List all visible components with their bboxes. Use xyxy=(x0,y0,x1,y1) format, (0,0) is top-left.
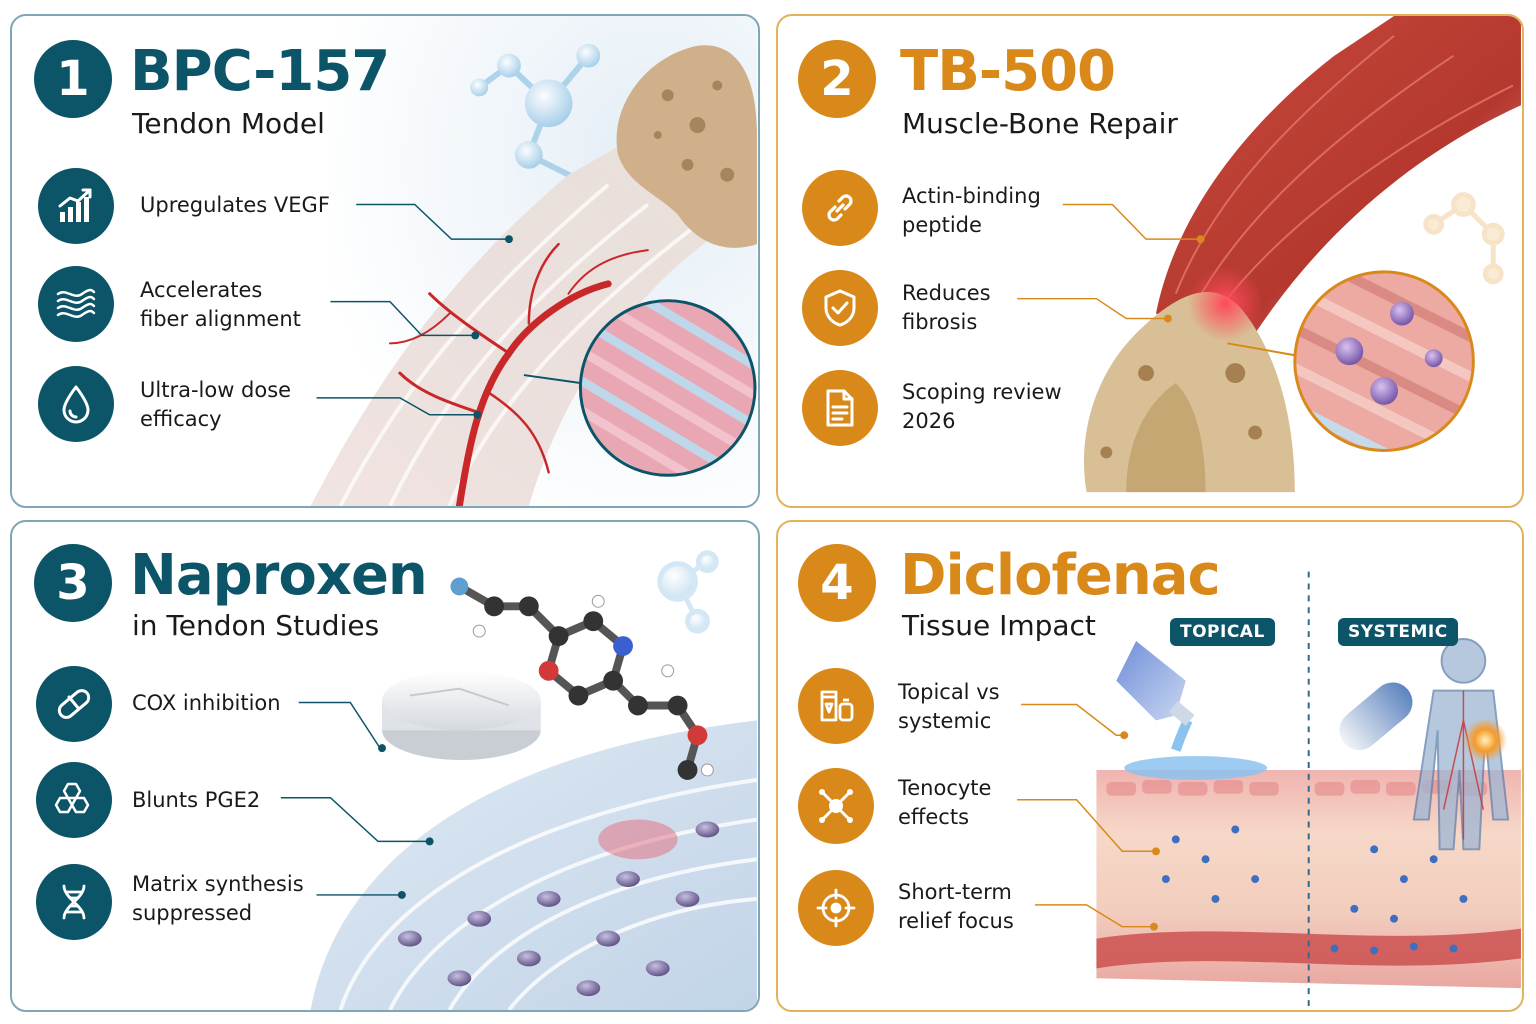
panel-naproxen: 3 Naproxen in Tendon Studies COX inhibit… xyxy=(10,520,760,1012)
panel-title: Naproxen xyxy=(130,543,428,608)
target-crosshair-icon xyxy=(798,870,874,946)
item-label: Reduces fibrosis xyxy=(902,281,991,334)
bar-chart-growth-icon xyxy=(38,168,114,244)
panel-subtitle: Tissue Impact xyxy=(902,609,1096,642)
fiber-zoom-inset xyxy=(523,299,757,477)
panel-subtitle: Tendon Model xyxy=(132,107,325,140)
tenocyte-cell-icon xyxy=(798,768,874,844)
cream-tube xyxy=(1116,641,1195,726)
panel-subtitle: in Tendon Studies xyxy=(132,609,380,642)
panel-number: 1 xyxy=(34,40,112,118)
panel-title: Diclofenac xyxy=(900,543,1221,608)
cream-tube-bottle-icon xyxy=(798,668,874,744)
item-label: Short-term relief focus xyxy=(898,880,1014,933)
panel-title: BPC-157 xyxy=(130,39,390,104)
hexagon-molecule-icon xyxy=(36,762,112,838)
chain-link-icon xyxy=(802,170,878,246)
item-label: Blunts PGE2 xyxy=(132,788,261,812)
topical-tag: TOPICAL xyxy=(1170,618,1275,646)
tablet xyxy=(382,670,541,761)
document-icon xyxy=(802,370,878,446)
molecule-decoration xyxy=(470,43,601,196)
item-label: Tenocyte effects xyxy=(898,776,992,829)
panel-title: TB-500 xyxy=(900,39,1116,104)
item-label: Upregulates VEGF xyxy=(140,193,330,217)
item-label: Ultra-low dose efficacy xyxy=(140,378,292,431)
capsule xyxy=(1339,682,1413,751)
panel-subtitle: Muscle-Bone Repair xyxy=(902,107,1178,140)
panel-bpc-157: 1 BPC-157 Tendon Model Upregulates VEGF … xyxy=(10,14,760,508)
panel-number: 4 xyxy=(798,544,876,622)
skin-layers-illustration xyxy=(1096,571,1521,1009)
panel-tb-500: 2 TB-500 Muscle-Bone Repair Actin-bindin… xyxy=(776,14,1524,508)
item-label: Matrix synthesis suppressed xyxy=(132,872,304,925)
naproxen-tissue-illustration xyxy=(310,550,758,1010)
wavy-fibers-icon xyxy=(38,266,114,342)
systemic-tag: SYSTEMIC xyxy=(1338,618,1458,646)
panel-diclofenac: 4 Diclofenac Tissue Impact TOPICAL SYSTE… xyxy=(776,520,1524,1012)
item-label: COX inhibition xyxy=(132,691,281,715)
capsule-icon xyxy=(36,666,112,742)
droplet-icon xyxy=(38,366,114,442)
dna-icon xyxy=(36,864,112,940)
panel-number: 2 xyxy=(798,40,876,118)
muscle-bone-illustration xyxy=(1083,16,1521,493)
item-label: Scoping review 2026 xyxy=(902,380,1062,433)
item-label: Accelerates fiber alignment xyxy=(140,278,301,331)
shield-check-icon xyxy=(802,270,878,346)
item-label: Actin-binding peptide xyxy=(902,184,1041,237)
item-label: Topical vs systemic xyxy=(898,680,1000,733)
panel-number: 3 xyxy=(34,544,112,622)
